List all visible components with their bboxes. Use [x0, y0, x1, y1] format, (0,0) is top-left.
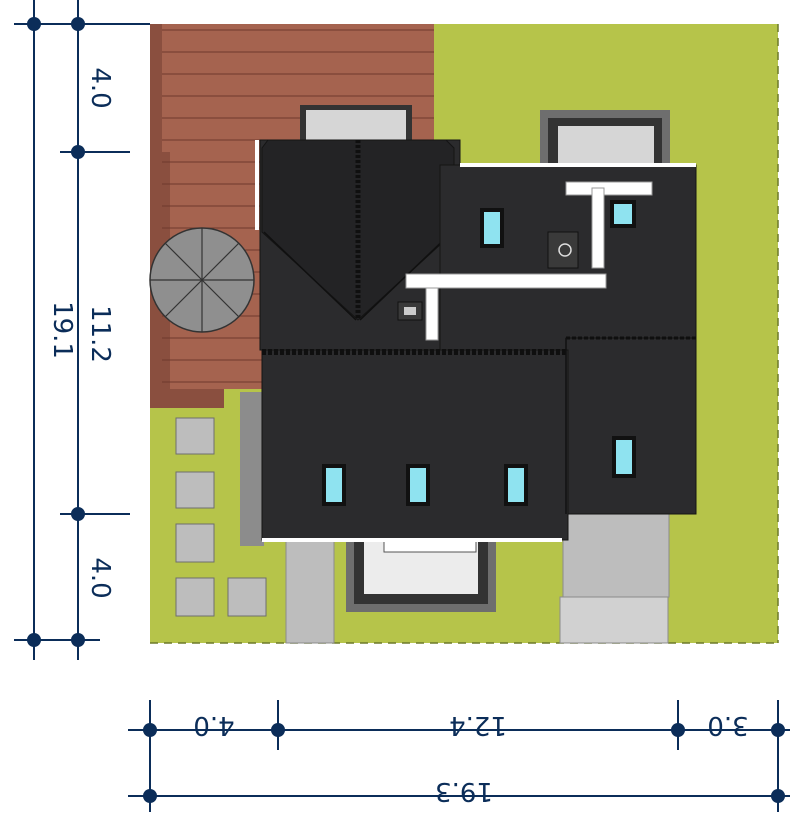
patio-umbrella-icon: [149, 227, 255, 333]
side-walkway: [240, 392, 264, 546]
dim-left-bottom: 4.0: [85, 557, 115, 598]
entrance-porch: [346, 539, 496, 612]
garage-porch: [540, 110, 670, 168]
dim-left-middle: 11.2: [85, 305, 115, 363]
roof-windows: [322, 200, 636, 506]
driveway-upper: [562, 513, 670, 598]
dim-bottom-left: 4.0: [193, 710, 234, 740]
roof-vent-icon: [397, 301, 423, 321]
driveway-lower: [559, 596, 669, 644]
dim-bottom-middle: 12.4: [449, 710, 507, 740]
dim-bottom-right: 3.0: [707, 710, 748, 740]
dimension-nodes: [27, 17, 785, 803]
upper-porch: [300, 105, 412, 145]
front-path: [285, 539, 335, 644]
chimney-icon: [547, 231, 579, 269]
dim-left-top: 4.0: [85, 67, 115, 108]
dim-left-total: 19.1: [47, 301, 77, 359]
stepping-stones: [175, 417, 267, 617]
roof-rails: [405, 181, 653, 341]
dim-bottom-total: 19.3: [435, 776, 493, 806]
